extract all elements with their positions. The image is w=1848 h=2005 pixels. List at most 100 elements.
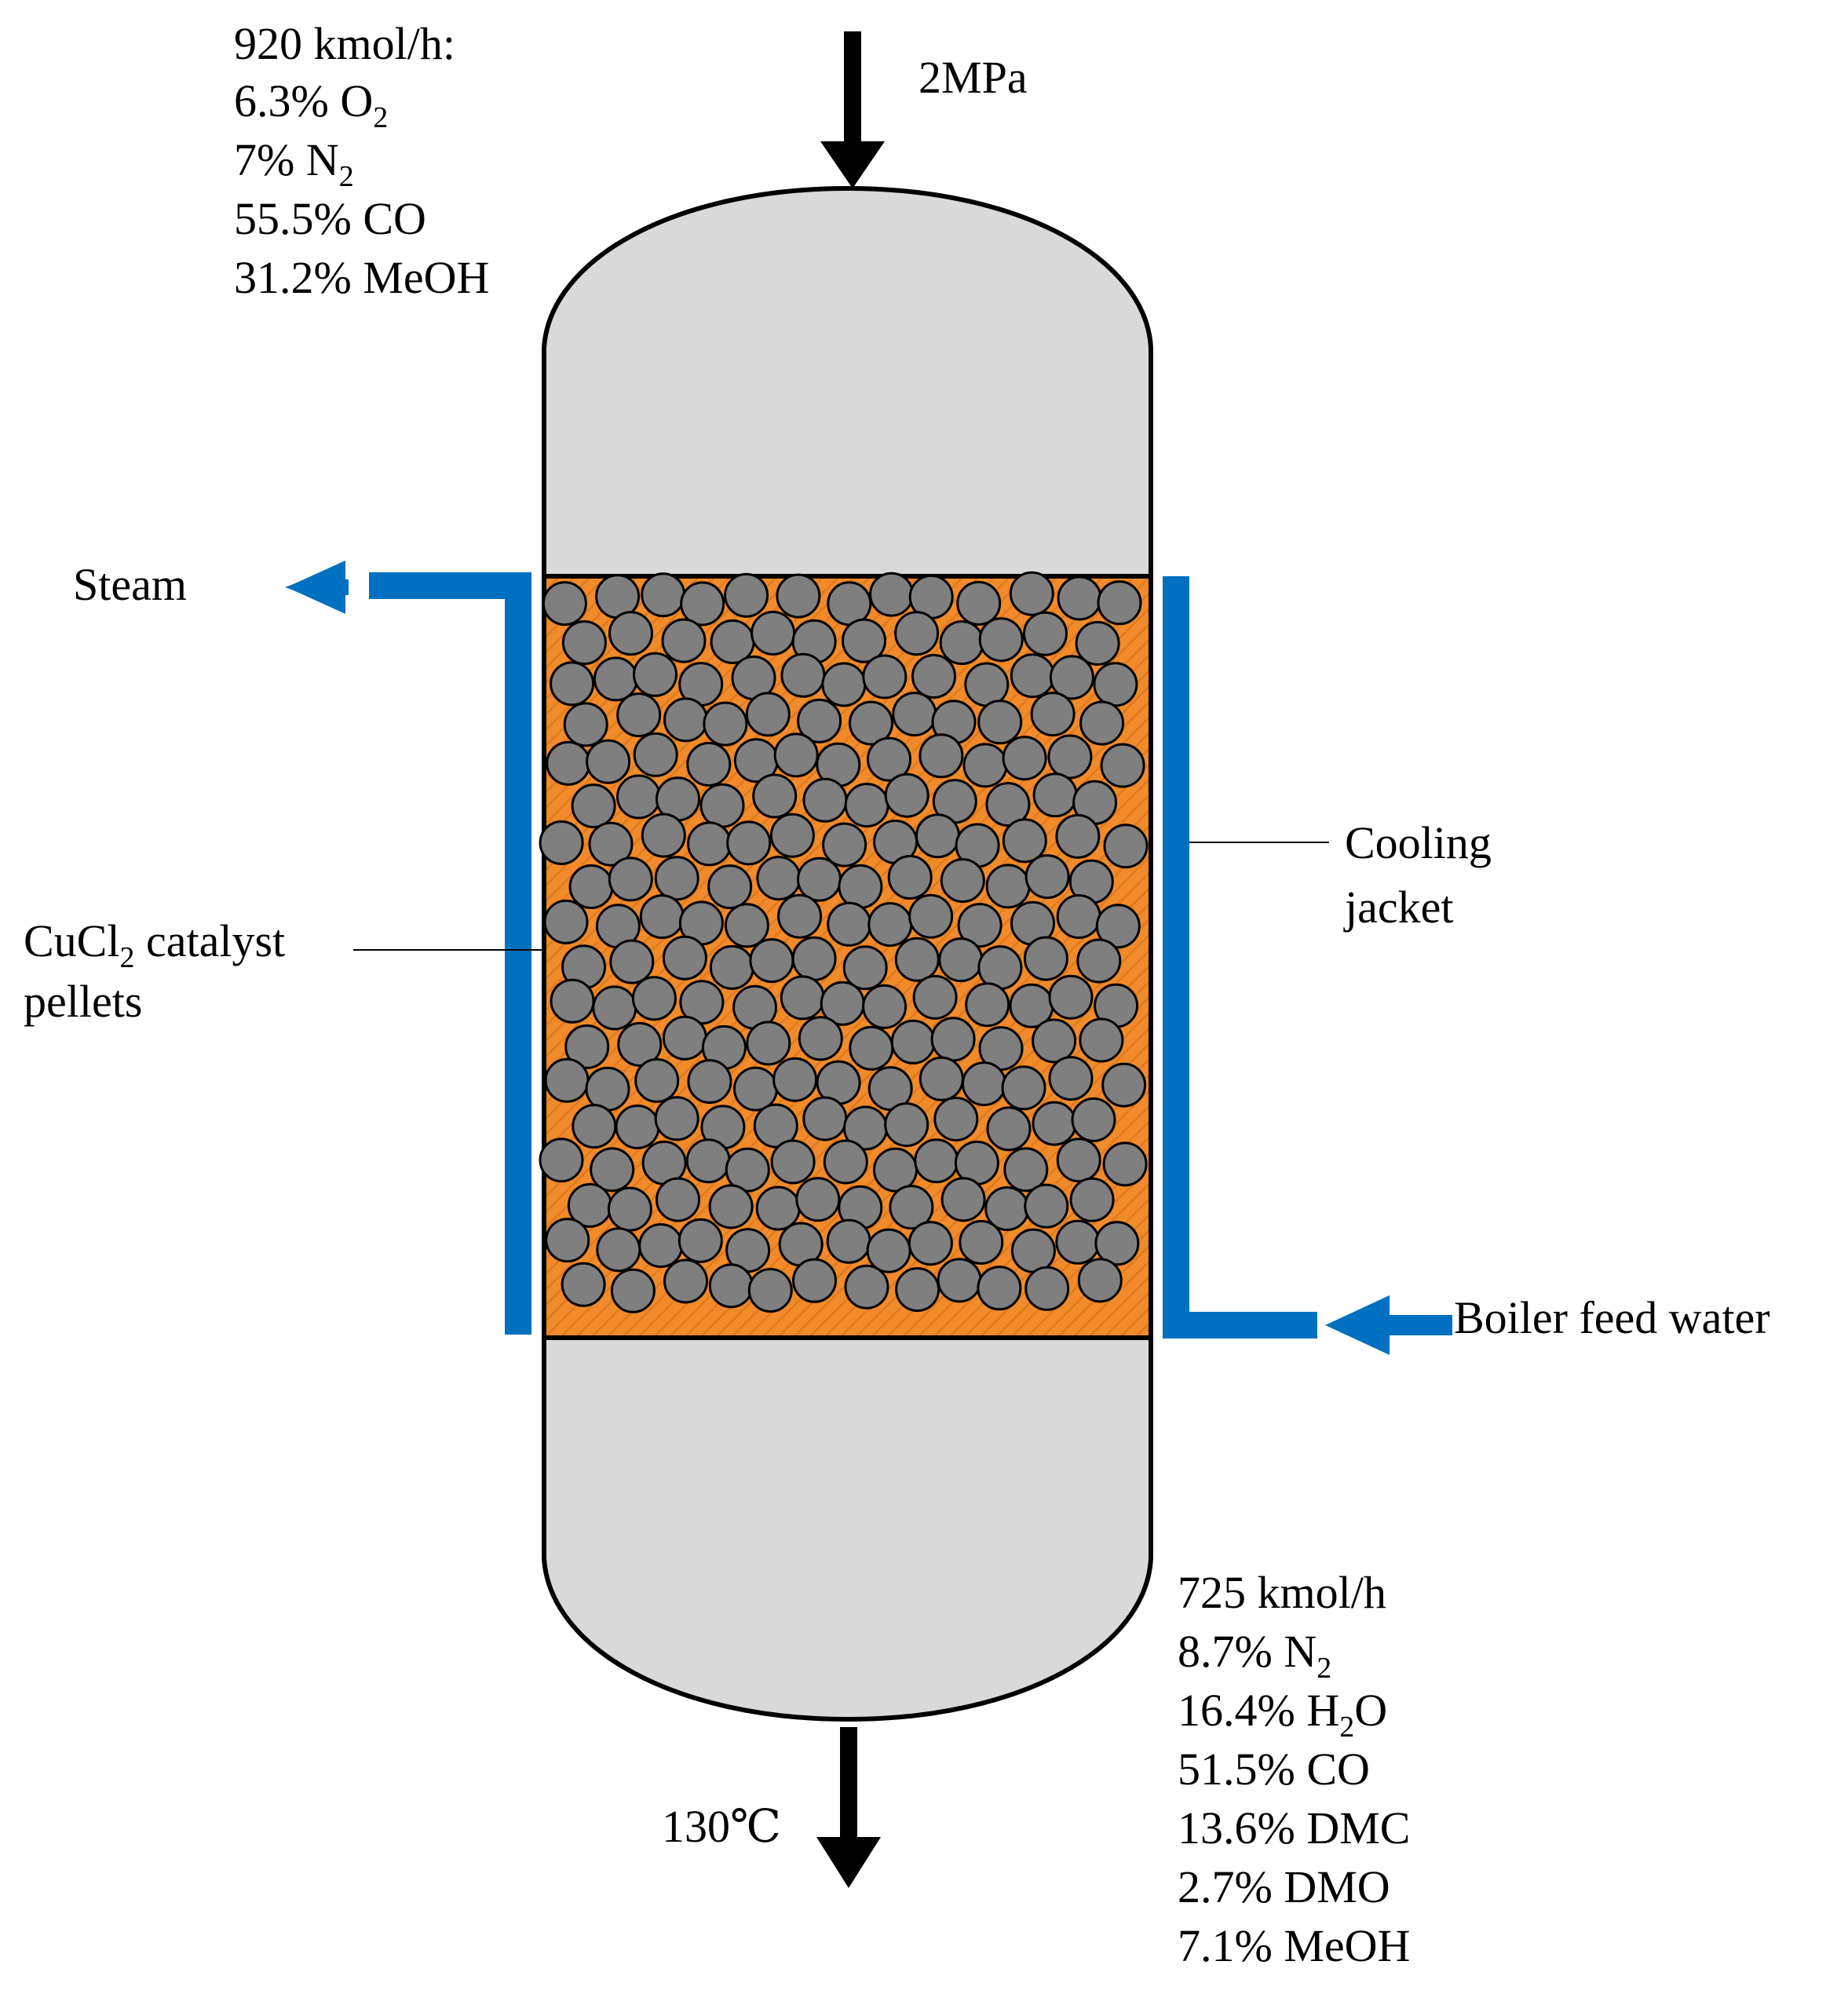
catalyst-pellet (780, 652, 826, 698)
catalyst-pellet (962, 1061, 1006, 1107)
steam-label: Steam (73, 559, 187, 610)
catalyst-pellet (564, 1024, 610, 1069)
catalyst-pellet (609, 939, 655, 984)
catalyst-pellet (791, 936, 837, 981)
catalyst-pellet (686, 742, 732, 787)
catalyst-pellet (608, 611, 653, 656)
feed-flow: 920 kmol/h: (234, 18, 455, 69)
catalyst-pellet (687, 821, 732, 867)
catalyst-pellet (914, 1138, 959, 1184)
outlet-temperature: 130℃ (662, 1801, 781, 1852)
jacket-right-pipe (1163, 576, 1317, 1338)
product-composition: 725 kmol/h 8.7% N2 16.4% H2O 51.5% CO 13… (1178, 1567, 1410, 1971)
catalyst-pellet (709, 944, 754, 990)
catalyst-pellet (777, 893, 823, 939)
catalyst-pellet (964, 662, 1010, 707)
catalyst-pellet (795, 1177, 841, 1222)
catalyst-pellet (656, 1177, 700, 1222)
catalyst-pellet (724, 903, 769, 948)
catalyst-pellet (662, 935, 707, 981)
catalyst-pellet (1069, 1177, 1115, 1222)
feed-arrow-head (820, 141, 885, 188)
feed-co: 55.5% CO (234, 193, 426, 244)
catalyst-pellet (590, 1147, 635, 1192)
product-arrow-shaft (840, 1727, 857, 1845)
catalyst-pellet (749, 938, 794, 984)
catalyst-pellet (586, 739, 631, 784)
catalyst-pellet (884, 772, 929, 818)
catalyst-pellet (915, 813, 960, 859)
catalyst-pellet (867, 902, 913, 948)
catalyst-pellet (661, 618, 707, 663)
catalyst-pellet (769, 813, 815, 858)
product-h2o: 16.4% H2O (1178, 1685, 1387, 1744)
catalyst-pellet (638, 1223, 684, 1269)
catalyst-pellet (842, 945, 888, 991)
catalyst-pellet (733, 1066, 778, 1112)
bfw-arrow-shaft (1382, 1315, 1452, 1335)
catalyst-pellet (940, 1177, 986, 1222)
catalyst-pellet (1001, 1065, 1046, 1111)
catalyst-pellet (911, 654, 956, 699)
catalyst-pellet (1075, 621, 1120, 666)
catalyst-pellet (862, 984, 908, 1029)
catalyst-label-2: pellets (24, 976, 142, 1027)
catalyst-pellet (1047, 734, 1093, 780)
catalyst-pellet (539, 1138, 584, 1183)
catalyst-pellet (708, 1184, 754, 1229)
catalyst-pellet (592, 985, 637, 1031)
catalyst-pellet (780, 975, 825, 1021)
catalyst-pellet (755, 1185, 801, 1231)
catalyst-pellet (776, 573, 821, 619)
catalyst-pellet (826, 1218, 871, 1264)
catalyst-pellet (1009, 571, 1054, 616)
catalyst-pellet (1071, 1097, 1116, 1142)
catalyst-pellet (884, 1102, 929, 1148)
product-n2: 8.7% N2 (1178, 1626, 1331, 1685)
catalyst-pellet (568, 864, 614, 909)
catalyst-label-1: CuCl2 catalyst (24, 915, 285, 974)
catalyst-pellet (873, 1147, 918, 1192)
feed-o2: 6.3% O2 (234, 75, 388, 134)
catalyst-pellet (1002, 736, 1047, 781)
catalyst-pellet (887, 855, 933, 900)
catalyst-pellet (827, 901, 872, 947)
catalyst-pellet (1049, 655, 1094, 700)
catalyst-pellet (1057, 575, 1102, 621)
catalyst-pellet (844, 1264, 889, 1309)
catalyst-pellet (977, 699, 1023, 745)
pressure-label: 2MPa (919, 52, 1028, 103)
catalyst-pellet (889, 1185, 934, 1230)
catalyst-pellet (610, 1268, 656, 1313)
catalyst-pellet (1024, 1265, 1070, 1311)
catalyst-pellet (823, 1139, 868, 1185)
catalyst-pellet (747, 1268, 793, 1313)
catalyst-pellet (908, 1221, 953, 1266)
product-flow: 725 kmol/h (1178, 1567, 1386, 1618)
catalyst-pellet (894, 937, 940, 982)
catalyst-pellet (550, 661, 595, 707)
catalyst-pellet (654, 856, 699, 901)
catalyst-pellet (571, 783, 616, 829)
catalyst-pellet (939, 620, 984, 666)
catalyst-pellets (539, 571, 1149, 1313)
catalyst-pellet (543, 899, 589, 944)
catalyst-pellet (607, 1186, 652, 1232)
catalyst-pellet (563, 702, 608, 747)
catalyst-pellet (977, 1265, 1022, 1311)
catalyst-pellet (802, 777, 848, 823)
catalyst-pellet (1100, 743, 1145, 788)
catalyst-pellet (986, 1106, 1032, 1152)
catalyst-pellet (894, 611, 940, 656)
catalyst-pellet (756, 856, 802, 901)
catalyst-pellet (1095, 904, 1141, 949)
catalyst-pellet (752, 773, 798, 819)
catalyst-pellet (940, 858, 985, 904)
catalyst-pellet (1101, 1062, 1147, 1108)
cooling-jacket-label-2: jacket (1343, 882, 1453, 933)
catalyst-pellet (1076, 938, 1122, 984)
catalyst-pellet (745, 692, 791, 737)
catalyst-pellet (772, 1057, 818, 1102)
catalyst-pellet (633, 652, 677, 697)
catalyst-pellet (1032, 772, 1078, 818)
